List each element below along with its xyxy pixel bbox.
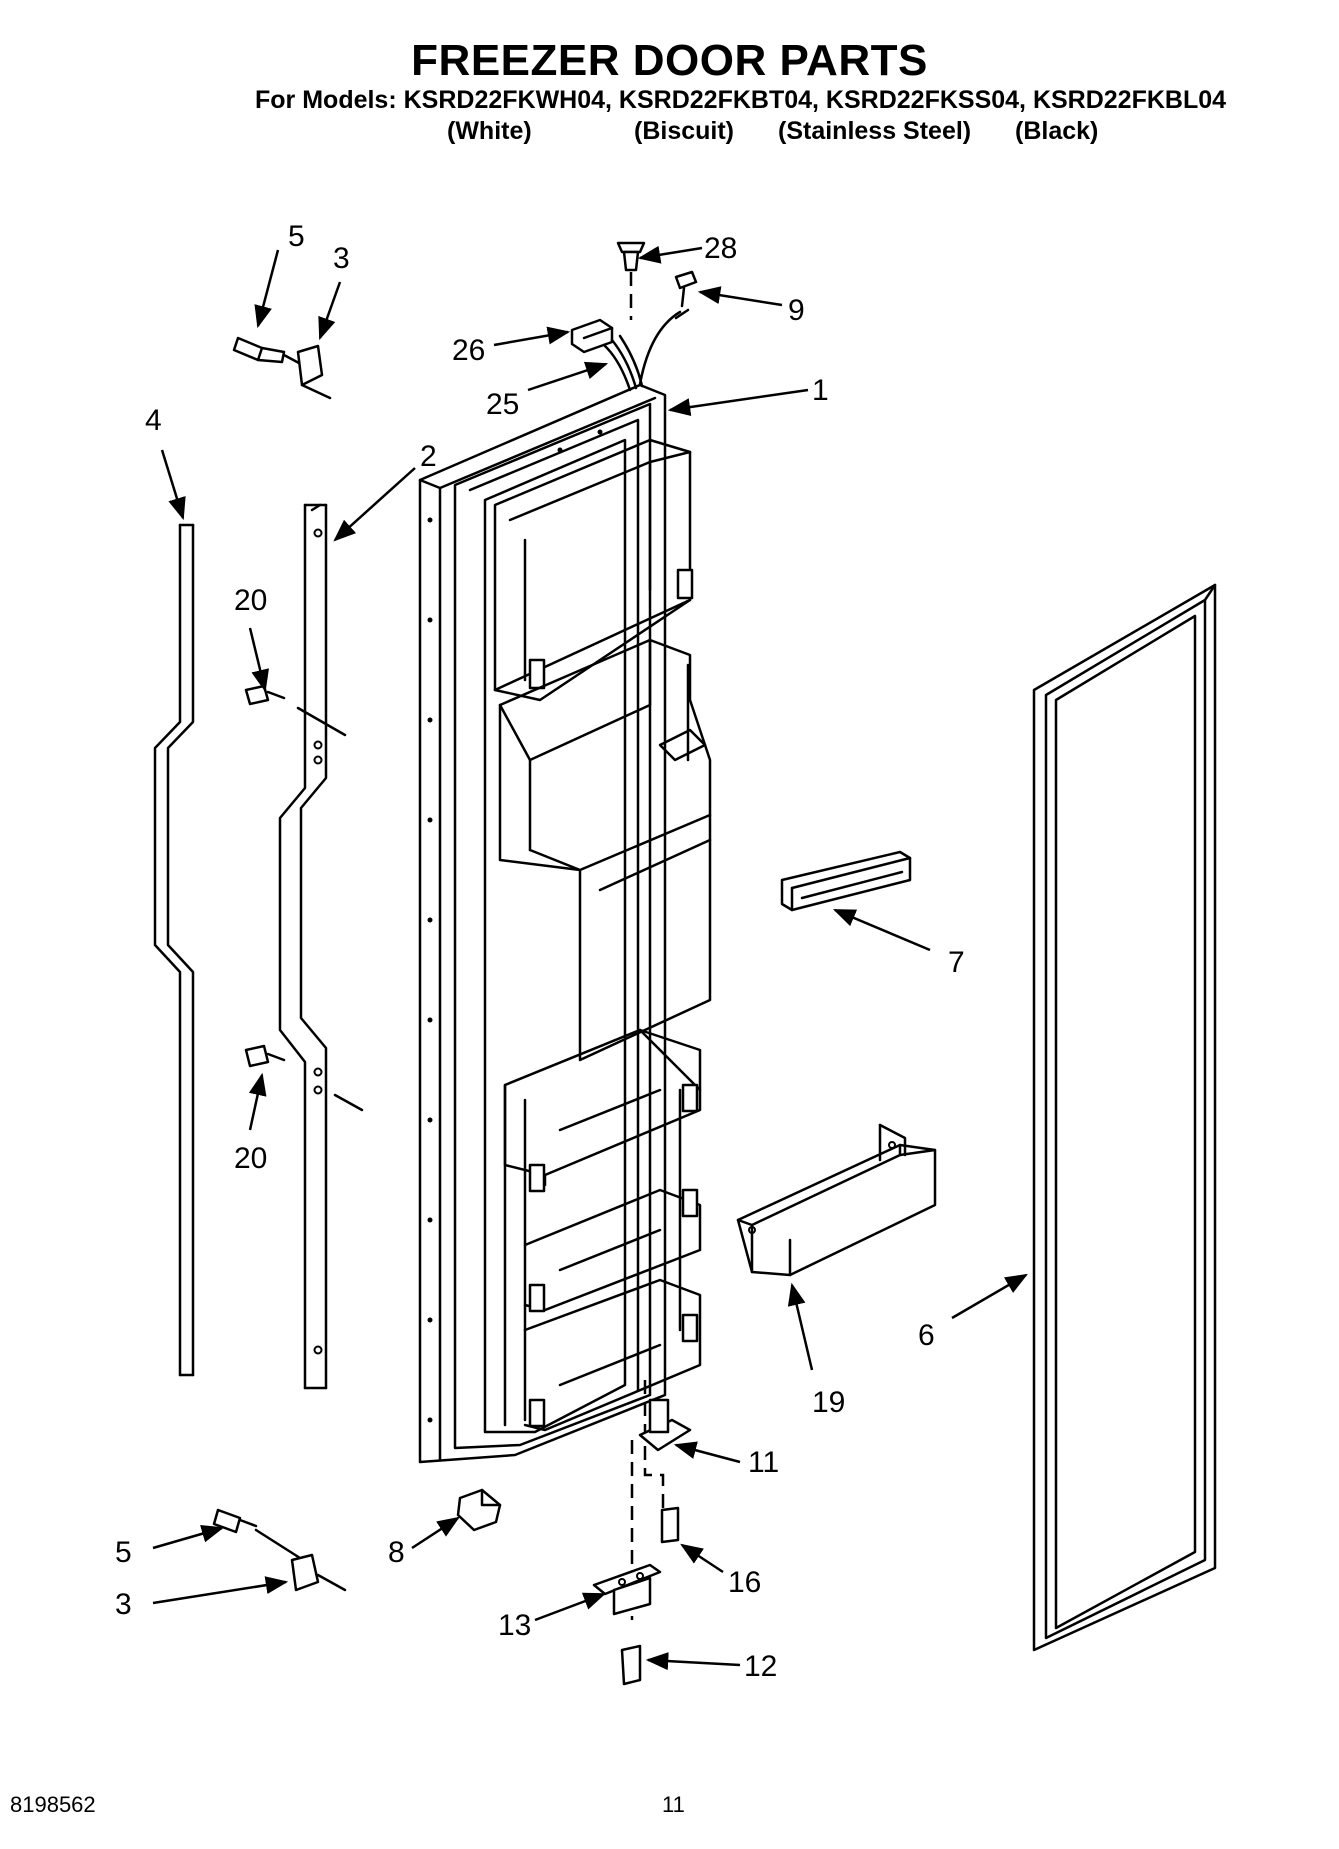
document-number: 8198562 bbox=[10, 1792, 96, 1817]
callout-1: 1 bbox=[812, 374, 829, 407]
part-2-hinge-channel bbox=[278, 503, 328, 1390]
variant-black: (Black) bbox=[1015, 117, 1099, 145]
callout-5-top: 5 bbox=[288, 220, 305, 253]
leader-dash-bottom bbox=[643, 1380, 665, 1520]
part-25-wire-harness bbox=[602, 308, 690, 392]
callout-11: 11 bbox=[748, 1446, 779, 1479]
callout-25: 25 bbox=[486, 388, 519, 421]
part-20-screw-lower bbox=[244, 1044, 364, 1112]
part-28-plug bbox=[616, 241, 646, 272]
callout-12: 12 bbox=[744, 1650, 777, 1683]
part-1-door-liner bbox=[418, 383, 712, 1464]
models-line: For Models: KSRD22FKWH04, KSRD22FKBT04, … bbox=[255, 86, 1227, 114]
part-13-hinge-bracket bbox=[592, 1563, 662, 1616]
callout-19: 19 bbox=[812, 1386, 845, 1419]
callout-arrows bbox=[152, 245, 1028, 1671]
page-title: FREEZER DOOR PARTS bbox=[411, 36, 928, 85]
callout-20-upper: 20 bbox=[234, 584, 267, 617]
callout-28: 28 bbox=[704, 232, 737, 265]
callout-6: 6 bbox=[918, 1319, 935, 1352]
part-8-nut bbox=[456, 1488, 502, 1532]
part-7-trim-strip bbox=[780, 850, 912, 912]
part-3-hinge-cap-bottom bbox=[290, 1553, 347, 1592]
callout-7: 7 bbox=[948, 946, 965, 979]
part-4-breaker-strip bbox=[153, 523, 195, 1377]
callout-26: 26 bbox=[452, 334, 485, 367]
part-16-screw bbox=[660, 1506, 680, 1544]
part-11-hinge-pin bbox=[638, 1398, 692, 1452]
part-19-door-bin bbox=[736, 1123, 937, 1277]
part-12-screw bbox=[620, 1644, 642, 1686]
part-6-door-gasket bbox=[1032, 583, 1217, 1652]
callout-13: 13 bbox=[498, 1609, 531, 1642]
callout-2: 2 bbox=[420, 440, 437, 473]
callout-3-top: 3 bbox=[333, 242, 350, 275]
variant-biscuit: (Biscuit) bbox=[634, 117, 734, 145]
callout-16: 16 bbox=[728, 1566, 761, 1599]
callout-20-lower: 20 bbox=[234, 1142, 267, 1175]
variant-stainless-steel: (Stainless Steel) bbox=[778, 117, 972, 145]
part-20-screw-upper bbox=[244, 684, 347, 737]
callout-3-bottom: 3 bbox=[115, 1588, 132, 1621]
callout-labels: 5 3 28 9 26 25 1 4 2 20 20 7 6 19 11 5 8… bbox=[115, 220, 965, 1683]
callout-9: 9 bbox=[788, 294, 805, 327]
part-5-screw-bottom bbox=[212, 1508, 302, 1560]
part-26-wire-connector bbox=[570, 318, 614, 354]
page-number: 11 bbox=[662, 1792, 685, 1817]
part-3-hinge-cap-top bbox=[296, 344, 332, 400]
callout-8: 8 bbox=[388, 1536, 405, 1569]
callout-5-bottom: 5 bbox=[115, 1536, 132, 1569]
part-9-screw bbox=[674, 270, 698, 308]
variant-white: (White) bbox=[447, 117, 532, 145]
callout-4: 4 bbox=[145, 404, 162, 437]
